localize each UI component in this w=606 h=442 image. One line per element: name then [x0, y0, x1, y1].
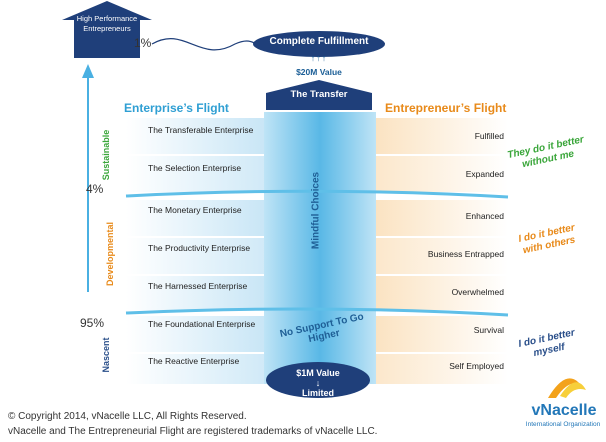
- state-fulfilled: Fulfilled: [474, 131, 504, 141]
- stage-developmental: Developmental: [105, 221, 115, 287]
- divider-line-nascent: [125, 307, 509, 317]
- transfer-label: The Transfer: [290, 89, 348, 100]
- level-productivity: The Productivity Enterprise: [148, 243, 251, 253]
- level-reactive: The Reactive Enterprise: [148, 356, 240, 366]
- level-selection: The Selection Enterprise: [148, 163, 242, 173]
- up-arrows-icon: ↑↑↑: [310, 53, 328, 63]
- percent-top: 1%: [134, 36, 152, 50]
- percent-mid: 4%: [86, 182, 104, 196]
- trademark-line: vNacelle and The Entrepreneurial Flight …: [8, 426, 378, 437]
- percent-bottom: 95%: [80, 316, 105, 330]
- left-band-rows: [126, 118, 264, 384]
- brand-logo-mark: [548, 378, 586, 398]
- limited-pill: [266, 362, 370, 398]
- level-monetary: The Monetary Enterprise: [148, 205, 242, 215]
- divider-line-sustainable: [125, 189, 509, 199]
- state-enhanced: Enhanced: [465, 211, 504, 221]
- down-arrow-icon: ↓: [315, 378, 321, 388]
- brand-name: vNacelle: [531, 402, 597, 419]
- state-self-employed: Self Employed: [449, 361, 504, 371]
- level-transferable: The Transferable Enterprise: [148, 125, 254, 135]
- mindful-choices-column: [264, 112, 376, 384]
- house-icon: [62, 1, 152, 58]
- complete-fulfillment-pill: [253, 31, 385, 57]
- limited-label: Limited: [301, 388, 334, 398]
- state-overwhelmed: Overwhelmed: [451, 287, 504, 297]
- left-growth-arrow: [82, 64, 94, 292]
- level-harnessed: The Harnessed Enterprise: [148, 281, 248, 291]
- transfer-arrow: [266, 80, 372, 110]
- brand-tagline: International Organization: [525, 421, 601, 428]
- copyright-line: © Copyright 2014, vNacelle LLC, All Righ…: [8, 411, 247, 422]
- enterprise-flight-heading: Enterprise’s Flight: [124, 101, 229, 115]
- value-top: $20M Value: [296, 67, 342, 77]
- stage-sustainable: Sustainable: [101, 129, 111, 181]
- state-survival: Survival: [473, 325, 504, 335]
- entrepreneur-flight-heading: Entrepreneur’s Flight: [385, 101, 507, 115]
- mindful-choices-label: Mindful Choices: [310, 171, 322, 250]
- state-expanded: Expanded: [465, 169, 504, 179]
- limited-pill-text: $1M Value ↓ Limited: [268, 368, 368, 398]
- right-band-rows: [376, 118, 508, 384]
- house-label: High Performance Entrepreneurs: [76, 14, 138, 33]
- complete-fulfillment-label: Complete Fulfillment: [269, 36, 369, 47]
- wave-line: [151, 38, 257, 51]
- state-business-entrapped: Business Entrapped: [427, 249, 504, 259]
- bottom-value: $1M Value: [296, 368, 340, 378]
- level-foundational: The Foundational Enterprise: [148, 319, 256, 329]
- stage-nascent: Nascent: [101, 337, 111, 373]
